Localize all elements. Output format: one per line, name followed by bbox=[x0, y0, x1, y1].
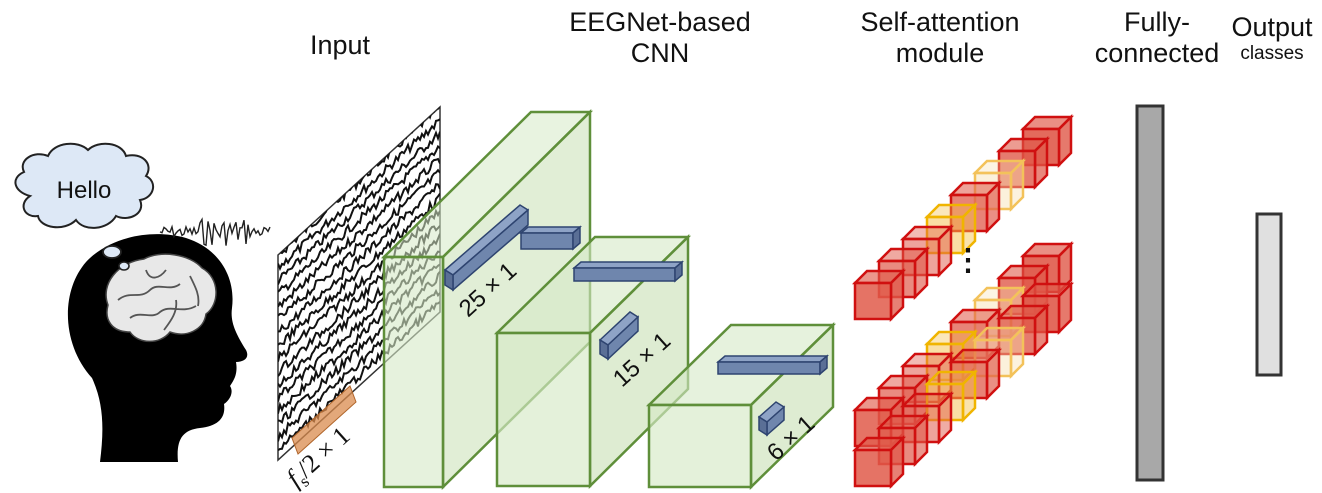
cnn-block-2 bbox=[493, 234, 692, 489]
fc-title: Fully- connected bbox=[1082, 7, 1232, 69]
output-title: Output classes bbox=[1222, 12, 1322, 65]
kernel-25x1 bbox=[443, 204, 530, 292]
fc-title-line2: connected bbox=[1094, 38, 1220, 69]
attention-title: Self-attention module bbox=[850, 7, 1030, 69]
attention-title-line1: Self-attention bbox=[860, 7, 1020, 37]
attention-cube-stacks bbox=[851, 113, 1075, 490]
kernel-output-1 bbox=[518, 225, 583, 251]
attention-cube bbox=[851, 434, 907, 490]
kernel-15x1 bbox=[598, 311, 640, 361]
cnn-title-line1: EEGNet-based bbox=[569, 7, 751, 37]
input-kernel-highlight bbox=[291, 385, 357, 455]
input-eeg-channel-trace bbox=[278, 168, 440, 317]
head-icon bbox=[67, 234, 248, 462]
output-layer bbox=[1255, 212, 1283, 377]
cnn-title: EEGNet-based CNN bbox=[540, 7, 780, 69]
input-eeg-channel-trace bbox=[278, 193, 440, 346]
input-eeg-channel-trace bbox=[278, 144, 440, 293]
input-eeg-channel-trace bbox=[278, 130, 440, 285]
cnn-title-line2: CNN bbox=[630, 38, 690, 69]
input-eeg-channel-trace bbox=[278, 157, 440, 309]
kernel-output-3 bbox=[715, 354, 830, 376]
thought-cloud: Hello bbox=[14, 142, 155, 271]
brain-icon bbox=[105, 253, 217, 343]
fully-connected-layer bbox=[1135, 104, 1165, 482]
attention-cube bbox=[995, 135, 1051, 191]
fc-title-line1: Fully- bbox=[1124, 7, 1190, 37]
eeg-signal-trace bbox=[159, 217, 271, 247]
kernel-6x1 bbox=[757, 401, 786, 437]
attention-title-line2: module bbox=[895, 38, 985, 69]
kernel-output-2 bbox=[571, 260, 685, 283]
cnn-block-1 bbox=[380, 109, 594, 490]
attention-ellipsis: ⋮ bbox=[953, 244, 983, 277]
input-eeg-sheet bbox=[277, 105, 441, 462]
input-title: Input bbox=[309, 30, 371, 60]
attention-cube bbox=[851, 267, 907, 323]
thought-text: Hello bbox=[57, 177, 112, 204]
input-eeg-channel-trace bbox=[278, 183, 440, 333]
output-title-line2: classes bbox=[1240, 43, 1304, 65]
output-title-line1: Output bbox=[1231, 12, 1313, 42]
input-eeg-channel-trace bbox=[278, 118, 440, 272]
